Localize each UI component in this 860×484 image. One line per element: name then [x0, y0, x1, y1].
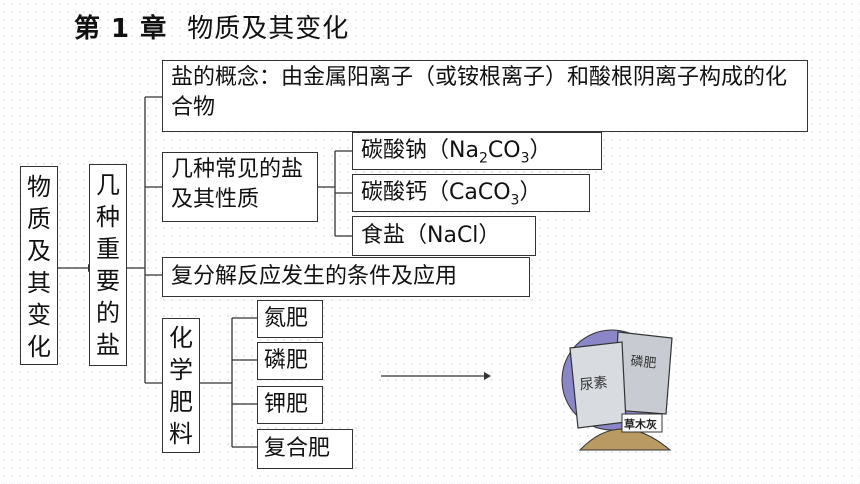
level1-label: 几种重要的盐	[96, 171, 120, 359]
compound-fertilizer-text: 复合肥	[264, 436, 331, 461]
page-title: 第 1 章物质及其变化	[74, 8, 349, 45]
bag-urea-label: 尿素	[579, 375, 609, 394]
concept-box: 盐的概念：由金属阳离子（或铵根离子）和酸根阴离子构成的化合物	[162, 60, 808, 132]
nitrogen-fertilizer-text: 氮肥	[264, 306, 309, 331]
na2co3-sub1: 2	[478, 150, 488, 167]
nacl-text: 食盐（NaCl）	[361, 223, 501, 248]
phosphate-fertilizer-box: 磷肥	[257, 342, 323, 380]
nacl-box: 食盐（NaCl）	[352, 216, 536, 256]
nitrogen-fertilizer-box: 氮肥	[257, 300, 323, 338]
sodium-carbonate-box: 碳酸钠（Na2CO3）	[352, 132, 602, 170]
na2co3-prefix: 碳酸钠（Na	[361, 138, 479, 163]
root-label: 物质及其变化	[27, 173, 51, 361]
caco3-prefix: 碳酸钙（CaCO	[361, 180, 511, 205]
common-salts-text: 几种常见的盐及其性质	[171, 157, 304, 212]
double-decomposition-text: 复分解反应发生的条件及应用	[171, 264, 458, 289]
calcium-carbonate-box: 碳酸钙（CaCO3）	[352, 174, 590, 212]
chapter-number: 第 1 章	[74, 14, 168, 44]
chapter-title: 物质及其变化	[187, 14, 350, 44]
phosphate-fertilizer-text: 磷肥	[264, 348, 309, 373]
fertilizer-bags-drawing: 磷肥 尿素 草木灰	[561, 329, 673, 451]
na2co3-sub2: 3	[520, 150, 530, 167]
na2co3-suffix: ）	[529, 138, 552, 163]
root-box: 物质及其变化	[20, 166, 58, 365]
common-salts-box: 几种常见的盐及其性质	[162, 152, 318, 222]
double-decomposition-box: 复分解反应发生的条件及应用	[162, 257, 530, 297]
level1-box: 几种重要的盐	[89, 164, 127, 366]
bag-ash-label: 草木灰	[624, 417, 657, 431]
fertilizer-label: 化学肥料	[169, 324, 193, 448]
na2co3-mid: CO	[487, 138, 521, 163]
compound-fertilizer-box: 复合肥	[257, 429, 353, 469]
potash-fertilizer-box: 钾肥	[257, 386, 323, 424]
bag-phosphate-label: 磷肥	[630, 354, 657, 372]
caco3-sub: 3	[510, 192, 520, 209]
caco3-suffix: ）	[519, 180, 542, 205]
concept-text: 盐的概念：由金属阳离子（或铵根离子）和酸根阴离子构成的化合物	[171, 65, 788, 120]
fertilizer-bags-illustration: 磷肥 尿素 草木灰	[560, 318, 680, 458]
fertilizer-box: 化学肥料	[162, 318, 200, 453]
potash-fertilizer-text: 钾肥	[264, 392, 309, 417]
